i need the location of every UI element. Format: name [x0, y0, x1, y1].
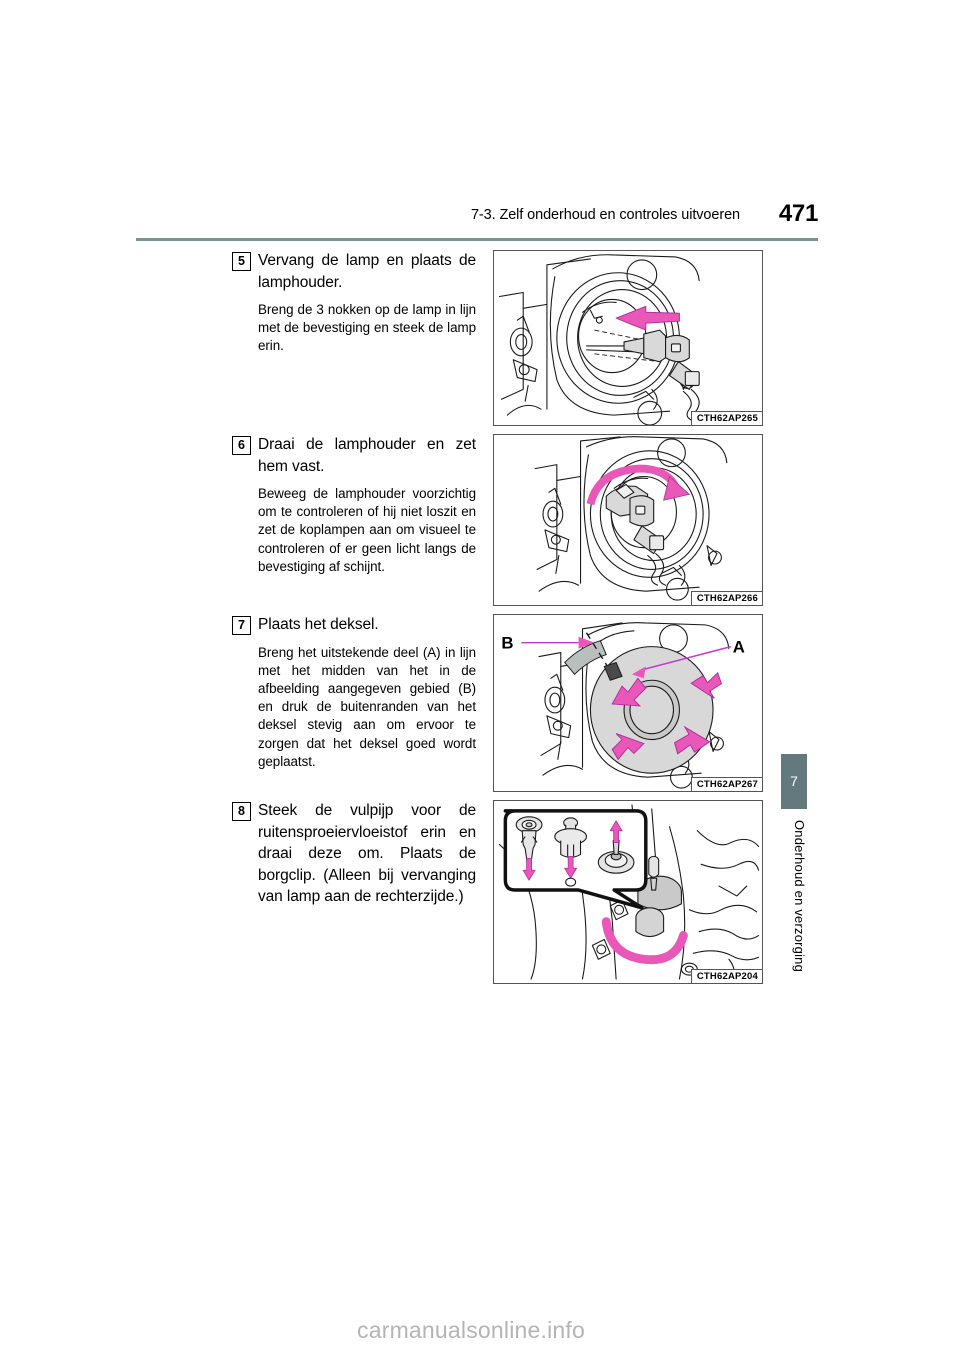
step-heading: 8 Steek de vulpijp voor de ruitensproeie… [232, 800, 476, 908]
figure-washer-filler: CTH62AP204 [493, 800, 763, 984]
step-body-text: Breng de 3 nokken op de lamp in lijn met… [258, 302, 476, 354]
step-number-badge: 7 [232, 616, 251, 635]
step-block: 7 Plaats het deksel. Breng het uitsteken… [232, 614, 763, 792]
chapter-tab-number: 7 [790, 773, 798, 789]
step-heading: 5 Vervang de lamp en plaats de lamphoude… [232, 250, 476, 293]
page-number: 471 [778, 200, 818, 227]
site-watermark: carmanualsonline.info [357, 1317, 585, 1343]
step-block: 8 Steek de vulpijp voor de ruitensproeie… [232, 800, 763, 984]
header-divider [136, 238, 818, 241]
step-title: Steek de vulpijp voor de ruitensproeierv… [258, 802, 476, 905]
step-text-column: 7 Plaats het deksel. Breng het uitsteken… [232, 614, 484, 771]
figure-caption: CTH62AP265 [690, 411, 762, 425]
figure-caption: CTH62AP204 [690, 969, 762, 983]
step-title: Draai de lamphouder en zet hem vast. [258, 436, 476, 475]
figure-cover-install: B A CTH62AP267 [493, 614, 763, 792]
step-number-badge: 5 [232, 252, 251, 271]
step-figure-column: CTH62AP265 [493, 250, 763, 426]
step-text-column: 5 Vervang de lamp en plaats de lamphoude… [232, 250, 484, 356]
figure-caption: CTH62AP266 [690, 591, 762, 605]
step-figure-column: CTH62AP204 [493, 800, 763, 984]
figure-label-b: B [501, 634, 513, 653]
step-body-text: Beweeg de lamphouder voorzichtig om te c… [258, 486, 476, 574]
step-title: Vervang de lamp en plaats de lamphouder. [258, 252, 476, 291]
step-heading: 6 Draai de lamphouder en zet hem vast. [232, 434, 476, 477]
chapter-tab-label: Onderhoud en verzorging [792, 820, 807, 973]
step-block: 6 Draai de lamphouder en zet hem vast. B… [232, 434, 763, 606]
step-text-column: 8 Steek de vulpijp voor de ruitensproeie… [232, 800, 484, 908]
chapter-tab: 7 [781, 754, 807, 809]
header-section-title: 7-3. Zelf onderhoud en controles uitvoer… [470, 207, 740, 223]
figure-lamp-rotate: CTH62AP266 [493, 434, 763, 606]
step-text-column: 6 Draai de lamphouder en zet hem vast. B… [232, 434, 484, 576]
figure-lamp-insert: CTH62AP265 [493, 250, 763, 426]
page-content: 5 Vervang de lamp en plaats de lamphoude… [232, 250, 763, 984]
step-title: Plaats het deksel. [258, 616, 379, 633]
page-header: 7-3. Zelf onderhoud en controles uitvoer… [136, 200, 818, 236]
step-figure-column: CTH62AP266 [493, 434, 763, 606]
figure-label-a: A [733, 638, 745, 657]
figure-caption: CTH62AP267 [690, 777, 762, 791]
step-block: 5 Vervang de lamp en plaats de lamphoude… [232, 250, 763, 426]
step-heading: 7 Plaats het deksel. [232, 614, 476, 636]
step-body-text: Breng het uitstekende deel (A) in lijn m… [258, 644, 476, 769]
step-number-badge: 6 [232, 436, 251, 455]
step-figure-column: B A CTH62AP267 [493, 614, 763, 792]
step-number-badge: 8 [232, 802, 251, 821]
